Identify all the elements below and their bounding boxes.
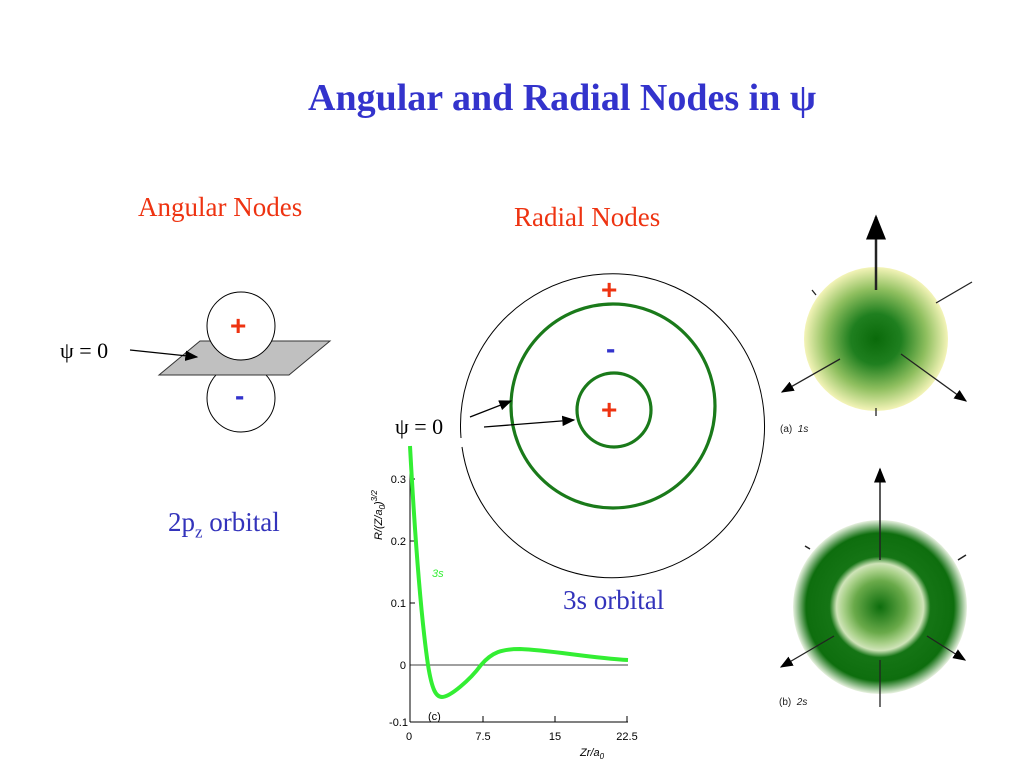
- radial-function-plot: 0.3 0.2 0.1 0 -0.1 0 7.5 15 22.5 Zr/a0 R…: [370, 445, 638, 761]
- outer-node-arrow: [469, 400, 513, 418]
- x-tick-22.5: 22.5: [616, 731, 637, 743]
- panel-label: (c): [428, 711, 441, 723]
- upper-lobe-sign: +: [230, 310, 247, 341]
- 2s-caption: (b) 2s: [779, 697, 808, 708]
- inner-region-sign: +: [601, 394, 618, 425]
- 2pz-orbital-label: 2pz orbital: [168, 507, 280, 542]
- inner-node-arrow: [483, 415, 576, 428]
- x-tick-7.5: 7.5: [475, 731, 490, 743]
- 3s-curve: [408, 445, 629, 700]
- inner-radial-node: [575, 371, 653, 449]
- series-label-3s: 3s: [432, 568, 444, 580]
- y-tick-0.3: 0.3: [391, 474, 406, 486]
- 3s-orbital-label: 3s orbital: [563, 585, 665, 615]
- 1s-density-image: [780, 214, 973, 416]
- 2s-density-image: [779, 467, 967, 707]
- outer-boundary: [460, 273, 765, 579]
- outer-region-sign: +: [601, 274, 618, 305]
- 1s-caption: (a) 1s: [780, 424, 809, 435]
- y-tick-0.2: 0.2: [391, 536, 406, 548]
- y-tick-0: 0: [400, 660, 406, 672]
- upper-lobe: [206, 291, 276, 361]
- radial-nodes-heading: Radial Nodes: [514, 202, 661, 232]
- middle-region-sign: -: [606, 333, 616, 364]
- 3s-orbital-diagram: [460, 273, 765, 579]
- angular-nodes-heading: Angular Nodes: [138, 192, 303, 222]
- x-axis-label: Zr/a0: [579, 747, 605, 761]
- plane-arrow: [129, 349, 199, 361]
- radial-psi-label: ψ = 0: [395, 414, 444, 439]
- lower-lobe-sign: -: [235, 380, 245, 411]
- angular-psi-label: ψ = 0: [60, 338, 109, 363]
- slide-title: Angular and Radial Nodes in ψ: [308, 77, 816, 119]
- x-tick-0: 0: [406, 731, 412, 743]
- y-tick-neg0.1: -0.1: [389, 717, 408, 729]
- x-tick-15: 15: [549, 731, 561, 743]
- y-axis-label: R/(Z/a0)3/2: [370, 490, 387, 540]
- 2pz-orbital-diagram: [129, 291, 332, 433]
- y-tick-0.1: 0.1: [391, 598, 406, 610]
